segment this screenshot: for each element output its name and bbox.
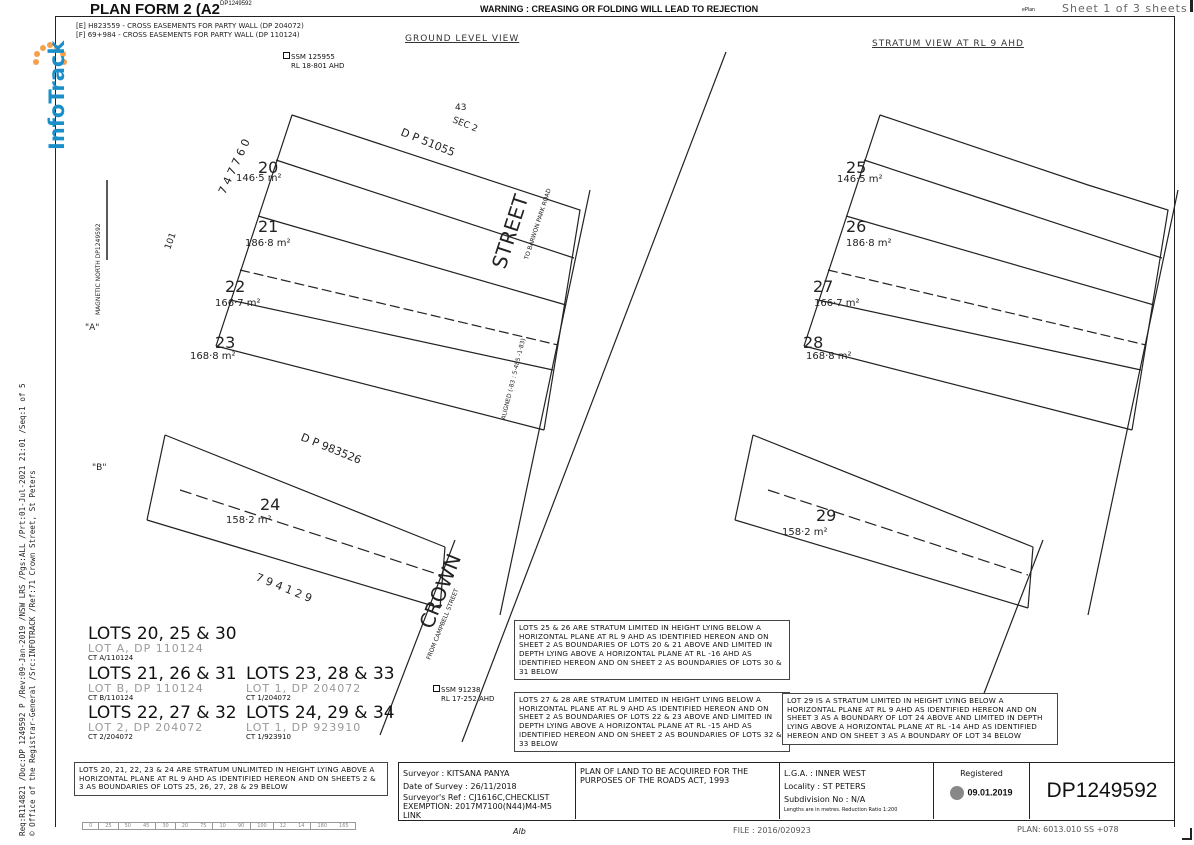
lot-24-area: 158·2 m² bbox=[226, 515, 272, 526]
lot-23-area: 168·8 m² bbox=[190, 351, 236, 362]
aligned-label: ALIGNED (-83 : 5·485 -1·83) bbox=[500, 338, 527, 421]
purpose-cell: PLAN OF LAND TO BE ACQUIRED FOR THE PURP… bbox=[576, 763, 780, 819]
lga-value: L.G.A. : INNER WEST bbox=[784, 769, 866, 778]
form-ref: DP1249592 bbox=[220, 1, 252, 7]
lot-27-area: 166·7 m² bbox=[814, 298, 860, 309]
plan-border bbox=[55, 16, 1175, 827]
lot-22-number: 22 bbox=[225, 277, 245, 296]
dp-51055-label: D P 51055 bbox=[399, 126, 457, 159]
lot-24-number: 24 bbox=[260, 495, 280, 514]
corner-mark bbox=[1190, 828, 1192, 840]
svg-text:InfoTrack: InfoTrack bbox=[45, 40, 69, 150]
b-marker: "B" bbox=[92, 463, 106, 473]
lot-26-number: 26 bbox=[846, 217, 866, 236]
a-marker: "A" bbox=[85, 323, 99, 333]
easement-f: [F] 69+984 - CROSS EASEMENTS FOR PARTY W… bbox=[76, 30, 300, 39]
lot-22-area: 166·7 m² bbox=[215, 298, 261, 309]
lot-26-area: 186·8 m² bbox=[846, 238, 892, 249]
plan-number: PLAN: 6013.010 SS +078 bbox=[1017, 825, 1119, 834]
surveyor-ref: Surveyor's Ref : CJ1616C,CHECKLIST EXEMP… bbox=[403, 793, 552, 820]
logo-sunburst-icon: InfoTrack bbox=[33, 40, 69, 150]
registered-cell: Registered 09.01.2019 bbox=[934, 763, 1030, 819]
file-number: FILE : 2016/020923 bbox=[733, 826, 811, 835]
surveyor-cell: Surveyor : KITSANA PANYA Date of Survey … bbox=[399, 763, 576, 820]
dp-747760-label: 7 4 7 7 6 0 bbox=[216, 137, 253, 196]
note-lots-20-24: LOTS 20, 21, 22, 23 & 24 ARE STRATUM UNL… bbox=[74, 762, 388, 797]
corner-mark bbox=[1182, 838, 1192, 840]
left-plan-lines bbox=[106, 114, 591, 736]
dp-794129-label: 7 9 4 1 2 9 bbox=[254, 571, 314, 605]
lot-21-number: 21 bbox=[258, 217, 278, 236]
infotrack-logo: InfoTrack bbox=[20, 40, 80, 160]
lot-20-number: 20 bbox=[258, 158, 278, 177]
lot-27-number: 27 bbox=[813, 277, 833, 296]
note-lots-25-26: LOTS 25 & 26 ARE STRATUM LIMITED IN HEIG… bbox=[514, 620, 790, 681]
registered-label: Registered bbox=[960, 769, 1003, 778]
lot-43-label: 43 bbox=[455, 103, 466, 113]
dp-983526-label: D P 983526 bbox=[299, 431, 363, 467]
signature: Alb bbox=[513, 827, 526, 836]
registered-date: 09.01.2019 bbox=[967, 787, 1013, 798]
dp-number: DP1249592 bbox=[1046, 779, 1158, 802]
surveyor-name: Surveyor : KITSANA PANYA bbox=[403, 769, 510, 778]
lot-20-area: 146·5 m² bbox=[236, 173, 282, 184]
sheet-number: Sheet 1 of 3 sheets bbox=[1062, 2, 1188, 15]
ssm-icon bbox=[433, 685, 440, 692]
easement-e: [E] H823559 - CROSS EASEMENTS FOR PARTY … bbox=[76, 22, 304, 30]
form-title: PLAN FORM 2 (A2DP1249592 bbox=[90, 1, 252, 18]
lot-101-label: 101 bbox=[163, 231, 178, 251]
ssm-icon bbox=[283, 52, 290, 59]
stratum-view-title: STRATUM VIEW AT RL 9 AHD bbox=[872, 39, 1024, 49]
eplan-label: ePlan bbox=[1022, 7, 1035, 13]
magnetic-north-label: MAGNETIC NORTH DP1249592 bbox=[95, 223, 102, 315]
subdivision-value: Subdivision No : N/A bbox=[784, 795, 866, 804]
lot-25-area: 146·5 m² bbox=[837, 174, 883, 185]
title-block: Surveyor : KITSANA PANYA Date of Survey … bbox=[398, 762, 1174, 821]
ground-level-view-title: GROUND LEVEL VIEW bbox=[405, 34, 520, 44]
right-plan-lines bbox=[734, 114, 1179, 736]
corner-mark bbox=[1190, 0, 1193, 12]
view-divider-line bbox=[461, 51, 727, 743]
lga-cell: L.G.A. : INNER WEST Locality : ST PETERS… bbox=[780, 763, 934, 819]
lot-25-number: 25 bbox=[846, 158, 866, 177]
lot-28-number: 28 bbox=[803, 333, 823, 352]
warning-text: WARNING : CREASING OR FOLDING WILL LEAD … bbox=[480, 4, 759, 14]
note-lot-29: LOT 29 IS A STRATUM LIMITED IN HEIGHT LY… bbox=[782, 693, 1058, 745]
note-lots-27-28: LOTS 27 & 28 ARE STRATUM LIMITED IN HEIG… bbox=[514, 692, 790, 753]
lot-28-area: 168·8 m² bbox=[806, 351, 852, 362]
locality-value: Locality : ST PETERS bbox=[784, 782, 866, 791]
survey-date: Date of Survey : 26/11/2018 bbox=[403, 782, 517, 791]
lot-23-number: 23 bbox=[215, 333, 235, 352]
lot-21-area: 186·8 m² bbox=[245, 238, 291, 249]
lengths-note: Lengths are in metres. Reduction Ratio 1… bbox=[784, 807, 898, 813]
sec-label: SEC 2 bbox=[451, 116, 479, 135]
registry-seal-icon bbox=[950, 786, 965, 800]
easements-list: [E] H823559 - CROSS EASEMENTS FOR PARTY … bbox=[76, 22, 304, 39]
lot-29-number: 29 bbox=[816, 506, 836, 525]
lot-29-area: 158·2 m² bbox=[782, 527, 828, 538]
